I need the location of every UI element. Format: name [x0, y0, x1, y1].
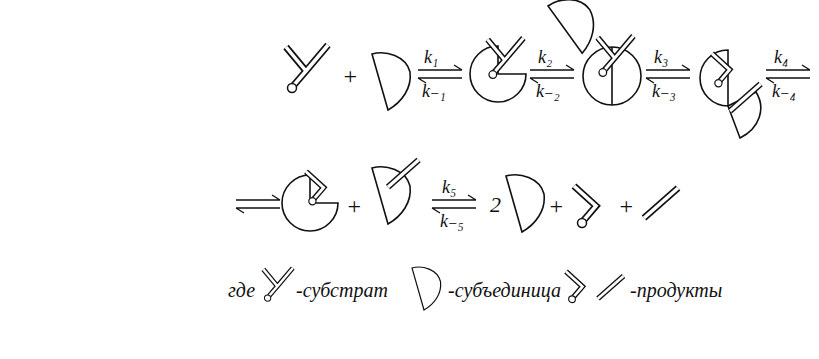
product-complex: [700, 50, 761, 138]
rate-constant: k₁: [424, 48, 438, 66]
product: [574, 186, 596, 228]
equilibrium-arrow: [646, 65, 690, 83]
rate-constant: k₂: [538, 48, 552, 66]
coefficient: 2: [490, 194, 501, 216]
rate-constant: k₅: [442, 178, 456, 196]
rate-constant: k₃: [654, 48, 668, 66]
rate-constant: k₄: [774, 48, 788, 66]
rate-constant: k₋₅: [440, 212, 464, 230]
legend-subunit-sample: [412, 267, 441, 310]
plus-sign: +: [346, 194, 362, 218]
enzyme-substrate-complex: [470, 38, 526, 102]
equilibrium-arrow: [766, 65, 810, 83]
equilibrium-arrow: [418, 65, 462, 83]
plus-sign: +: [548, 194, 564, 218]
subunit: [372, 53, 410, 110]
substrate: [286, 45, 328, 93]
equilibrium-arrow: [530, 65, 574, 83]
rate-constant: k₋₂: [536, 82, 560, 100]
rate-constant: k₋₄: [772, 82, 796, 100]
legend-substrate-sample: [263, 268, 292, 301]
equilibrium-arrow: [432, 195, 476, 213]
plus-sign: +: [342, 64, 358, 88]
equilibrium-arrow: [236, 195, 280, 213]
subunit: [548, 0, 604, 59]
plus-sign: +: [618, 194, 634, 218]
legend-product-sample: [566, 272, 583, 303]
legend-text: -продукты: [630, 280, 722, 300]
rate-constant: k₋₃: [652, 82, 676, 100]
legend-intro: где: [228, 280, 255, 300]
dimer-complex: [583, 36, 641, 105]
subunit: [506, 175, 544, 232]
enzyme-product-complex: [282, 172, 338, 231]
subunit-product-complex: [372, 160, 419, 224]
legend-product-sample: [598, 276, 624, 299]
legend-text: -субстрат: [296, 280, 388, 300]
legend-text: -субъединица: [448, 280, 561, 300]
rate-constant: k₋₁: [422, 82, 446, 100]
product: [644, 188, 678, 218]
